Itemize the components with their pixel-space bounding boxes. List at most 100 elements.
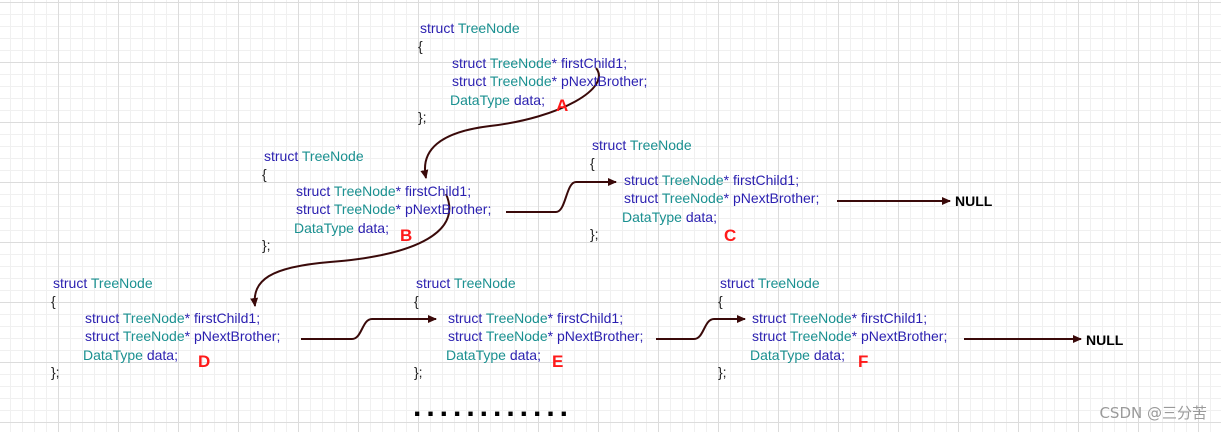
field-firstchild: struct TreeNode* firstChild1;	[85, 309, 260, 327]
field-type: TreeNode	[789, 328, 852, 344]
open-brace: {	[418, 38, 423, 54]
field-type: DataType	[294, 220, 354, 236]
open-brace: {	[718, 293, 723, 309]
field-pnextbrother: struct TreeNode* pNextBrother;	[296, 200, 491, 218]
struct-header: struct TreeNode	[53, 274, 153, 292]
field-data: DataType data;	[294, 219, 389, 237]
struct-header: struct TreeNode	[416, 274, 516, 292]
watermark: CSDN @三分苦	[1099, 404, 1207, 422]
field-type: TreeNode	[333, 201, 396, 217]
field-name: data;	[509, 92, 545, 108]
struct-type-name: TreeNode	[757, 275, 820, 291]
field-type: DataType	[750, 347, 810, 363]
field-data: DataType data;	[750, 346, 845, 364]
field-keyword: struct	[624, 172, 659, 188]
open-brace: {	[51, 293, 56, 309]
field-name: * firstChild1;	[851, 310, 928, 326]
struct-keyword: struct	[592, 137, 627, 153]
struct-keyword: struct	[416, 275, 451, 291]
struct-type-name: TreeNode	[457, 20, 520, 36]
close-brace: };	[414, 364, 423, 380]
field-firstchild: struct TreeNode* firstChild1;	[452, 54, 627, 72]
ellipsis-more-nodes: ............	[413, 390, 574, 423]
field-name: data;	[142, 347, 178, 363]
struct-header: struct TreeNode	[592, 136, 692, 154]
arrow-a-firstchild-to-b	[420, 67, 600, 179]
field-type: TreeNode	[489, 73, 552, 89]
struct-keyword: struct	[420, 20, 455, 36]
field-name: * pNextBrother;	[395, 201, 492, 217]
field-name: * pNextBrother;	[851, 328, 948, 344]
field-keyword: struct	[448, 328, 483, 344]
field-keyword: struct	[448, 310, 483, 326]
field-name: * firstChild1;	[547, 310, 624, 326]
field-keyword: struct	[452, 55, 487, 71]
struct-header: struct TreeNode	[264, 147, 364, 165]
null-label-f: NULL	[1086, 332, 1124, 348]
field-name: * firstChild1;	[395, 183, 472, 199]
field-firstchild: struct TreeNode* firstChild1;	[624, 171, 799, 189]
field-name: * pNextBrother;	[547, 328, 644, 344]
field-name: * firstChild1;	[551, 55, 628, 71]
field-keyword: struct	[452, 73, 487, 89]
node-label-b: B	[400, 226, 413, 245]
struct-header: struct TreeNode	[420, 19, 520, 37]
field-name: * pNextBrother;	[551, 73, 648, 89]
node-label-f: F	[858, 352, 869, 371]
node-label-a: A	[556, 96, 569, 115]
field-keyword: struct	[752, 328, 787, 344]
close-brace: };	[718, 364, 727, 380]
field-type: TreeNode	[661, 172, 724, 188]
arrow-b-firstchild-to-d	[250, 193, 451, 307]
field-name: data;	[353, 220, 389, 236]
field-pnextbrother: struct TreeNode* pNextBrother;	[752, 327, 947, 345]
field-keyword: struct	[624, 190, 659, 206]
field-type: TreeNode	[333, 183, 396, 199]
node-label-c: C	[724, 226, 737, 245]
field-type: DataType	[83, 347, 143, 363]
node-label-e: E	[552, 352, 564, 371]
field-data: DataType data;	[446, 346, 541, 364]
struct-type-name: TreeNode	[301, 148, 364, 164]
field-name: * firstChild1;	[723, 172, 800, 188]
node-label-d: D	[198, 352, 211, 371]
struct-type-name: TreeNode	[90, 275, 153, 291]
field-type: DataType	[622, 209, 682, 225]
field-pnextbrother: struct TreeNode* pNextBrother;	[85, 327, 280, 345]
field-keyword: struct	[85, 328, 120, 344]
field-name: data;	[809, 347, 845, 363]
field-data: DataType data;	[622, 208, 717, 226]
field-keyword: struct	[85, 310, 120, 326]
open-brace: {	[262, 166, 267, 182]
close-brace: };	[51, 364, 60, 380]
struct-type-name: TreeNode	[453, 275, 516, 291]
close-brace: };	[590, 226, 599, 242]
field-name: * pNextBrother;	[723, 190, 820, 206]
struct-keyword: struct	[264, 148, 299, 164]
null-label-c: NULL	[955, 193, 993, 209]
field-type: TreeNode	[485, 328, 548, 344]
struct-type-name: TreeNode	[629, 137, 692, 153]
field-name: data;	[505, 347, 541, 363]
struct-keyword: struct	[53, 275, 88, 291]
field-firstchild: struct TreeNode* firstChild1;	[296, 182, 471, 200]
field-type: TreeNode	[489, 55, 552, 71]
field-type: TreeNode	[661, 190, 724, 206]
field-type: TreeNode	[789, 310, 852, 326]
struct-keyword: struct	[720, 275, 755, 291]
arrow-d-brother-to-e	[301, 315, 437, 340]
arrow-b-brother-to-c	[506, 178, 617, 213]
field-pnextbrother: struct TreeNode* pNextBrother;	[624, 189, 819, 207]
close-brace: };	[262, 237, 271, 253]
field-type: TreeNode	[122, 310, 185, 326]
field-type: DataType	[446, 347, 506, 363]
field-pnextbrother: struct TreeNode* pNextBrother;	[452, 72, 647, 90]
arrow-e-brother-to-f	[656, 315, 746, 340]
open-brace: {	[414, 293, 419, 309]
field-type: DataType	[450, 92, 510, 108]
field-name: * pNextBrother;	[184, 328, 281, 344]
field-data: DataType data;	[83, 346, 178, 364]
field-keyword: struct	[752, 310, 787, 326]
field-pnextbrother: struct TreeNode* pNextBrother;	[448, 327, 643, 345]
